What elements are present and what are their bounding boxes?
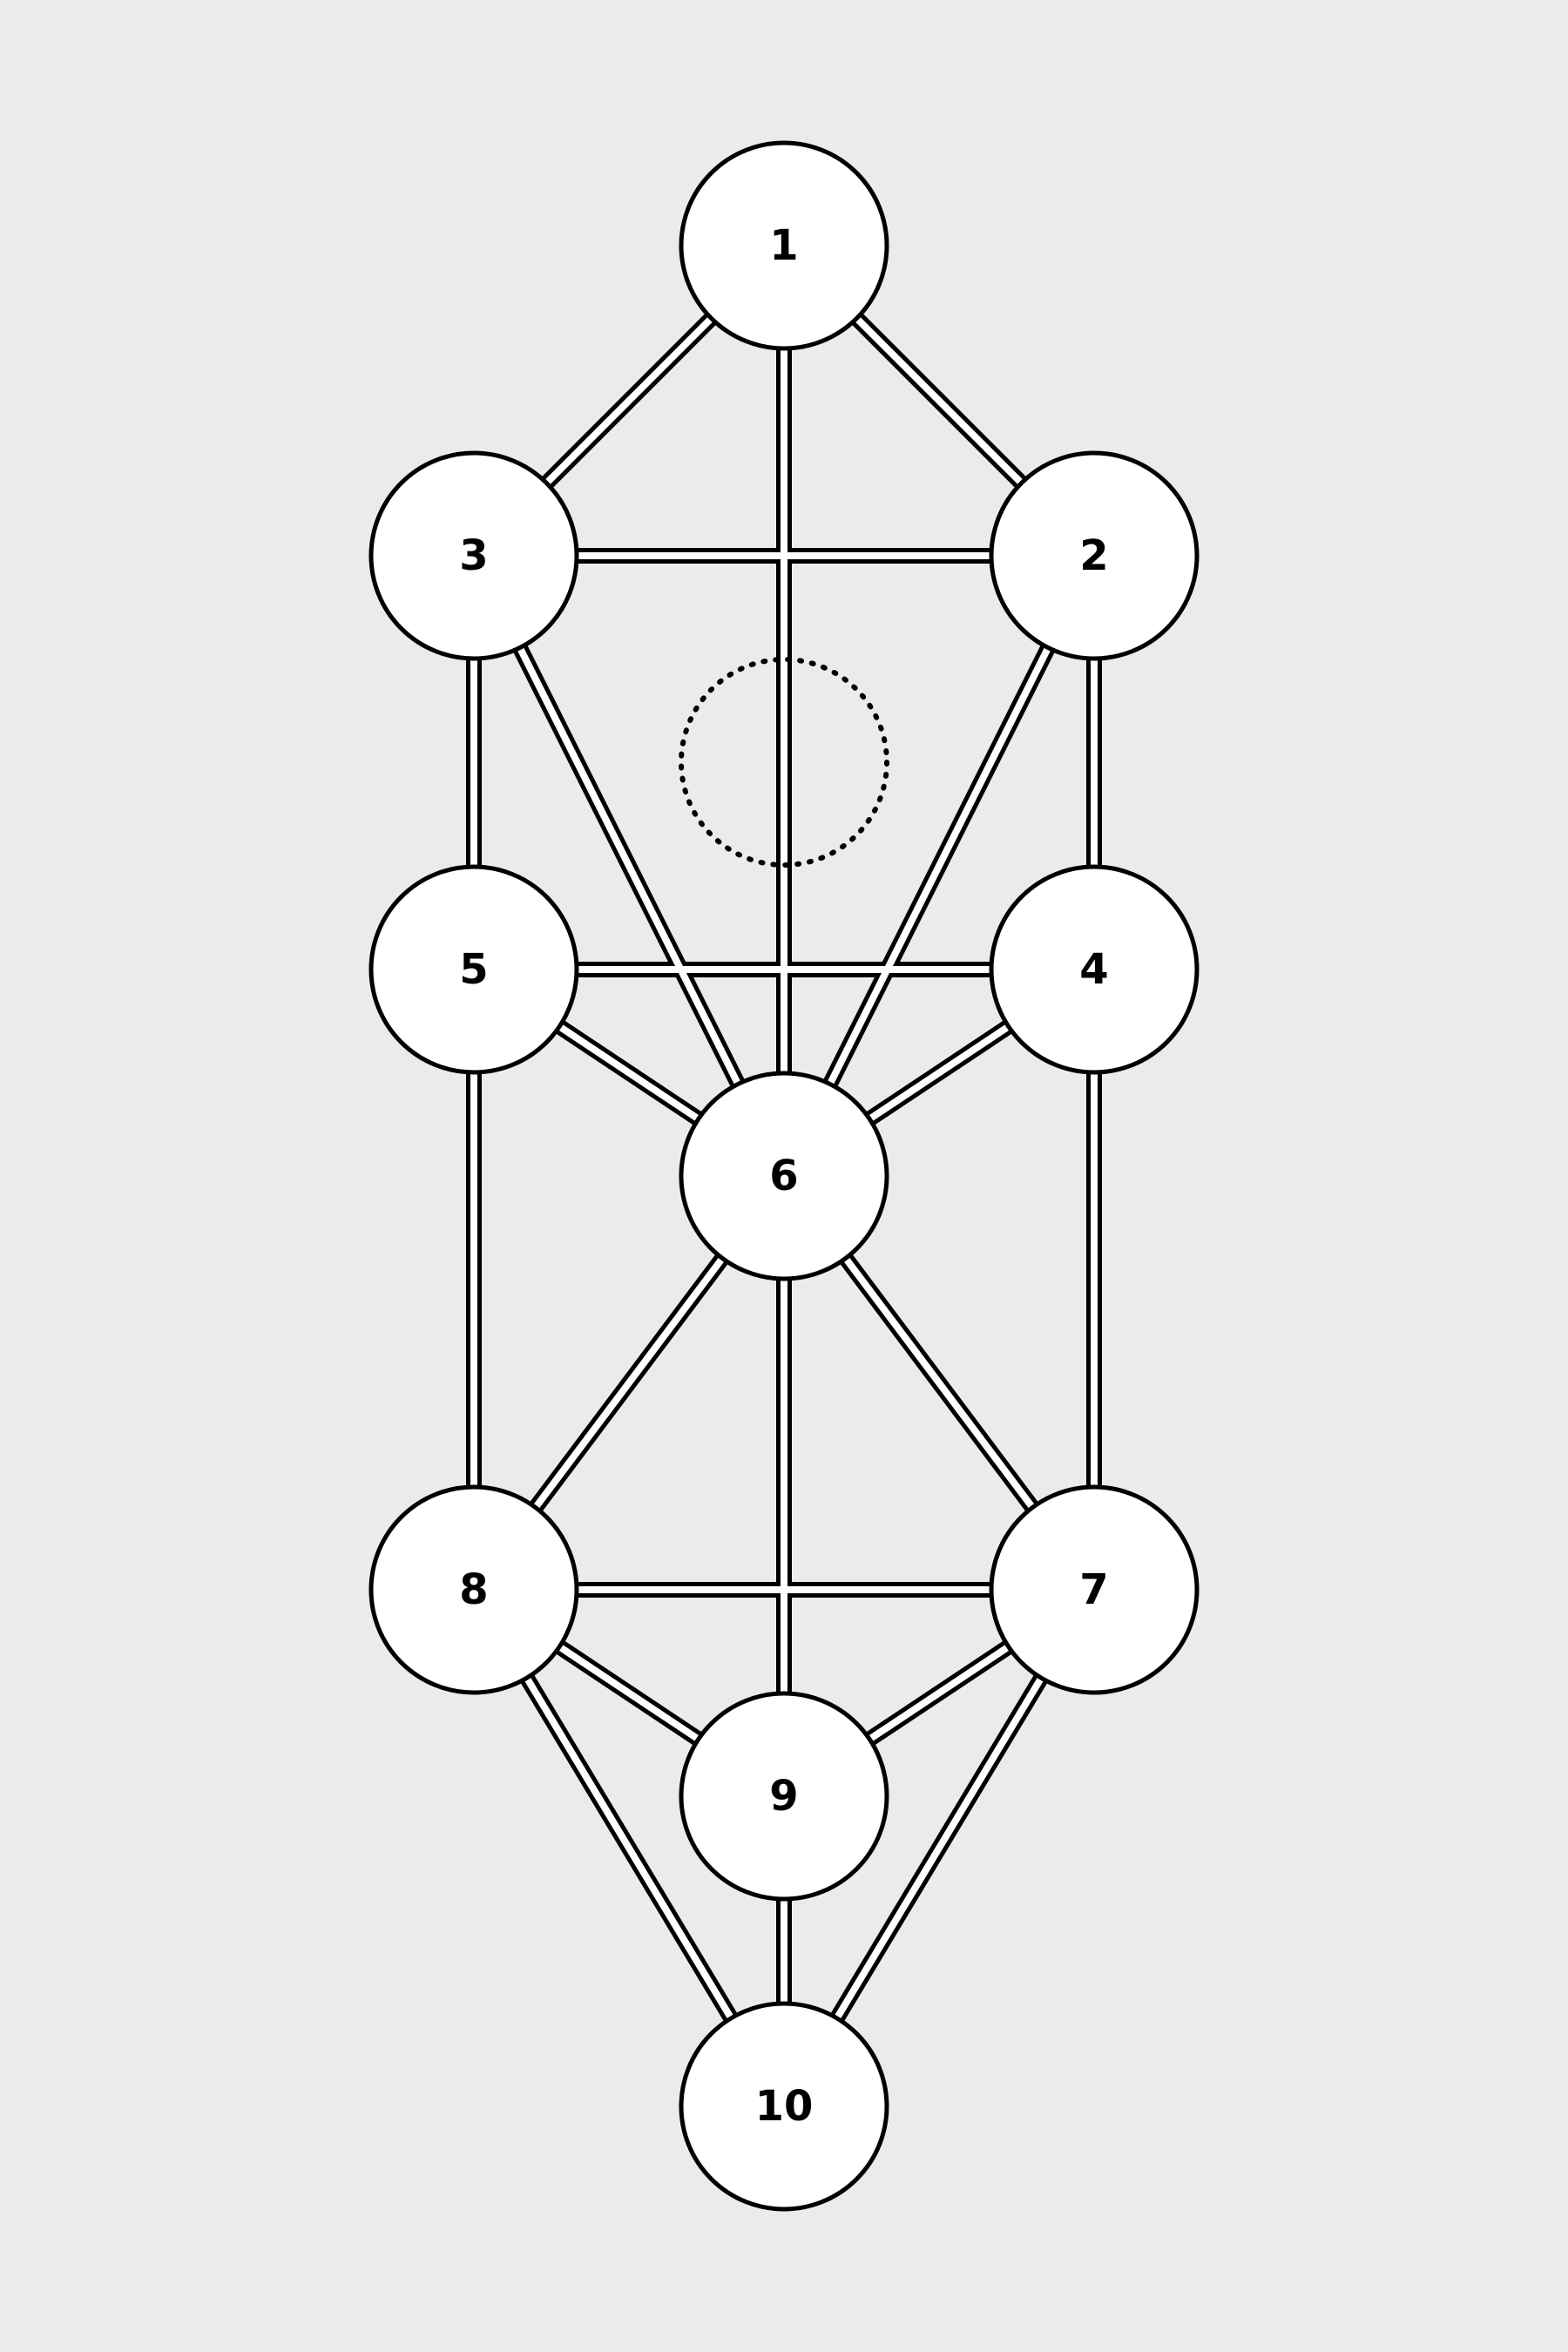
node-label: 7: [1079, 1565, 1108, 1614]
node-label: 3: [459, 531, 488, 580]
node-circle: [679, 1691, 889, 1902]
edge-inner-3-6: [470, 554, 787, 1178]
node-8: 8: [368, 1484, 579, 1695]
edge-inner-2-6: [781, 554, 1098, 1178]
node-label: 6: [769, 1152, 798, 1200]
node-3: 3: [368, 450, 579, 661]
node-label: 2: [1079, 531, 1108, 580]
node-circle: [679, 2001, 889, 2212]
node-circle: [368, 450, 579, 661]
node-9: 9: [679, 1691, 889, 1902]
node-circle: [989, 450, 1200, 661]
node-circle: [368, 1484, 579, 1695]
node-circle: [989, 864, 1200, 1075]
node-label: 10: [755, 2082, 814, 2131]
node-7: 7: [989, 1484, 1200, 1695]
nodes-layer: 1 2 3 4 5 6 7 8 9 10: [368, 140, 1200, 2212]
node-label: 1: [769, 221, 798, 270]
node-label: 8: [459, 1565, 488, 1614]
hidden-node-dotted: [679, 657, 889, 868]
node-circle: [679, 1071, 889, 1281]
node-4: 4: [989, 864, 1200, 1075]
node-circle: [679, 140, 889, 351]
node-1: 1: [679, 140, 889, 351]
node-label: 4: [1079, 945, 1108, 994]
node-5: 5: [368, 864, 579, 1075]
node-label: 5: [459, 945, 488, 994]
node-10: 10: [679, 2001, 889, 2212]
node-2: 2: [989, 450, 1200, 661]
node-label: 9: [769, 1772, 798, 1821]
node-circle: [368, 864, 579, 1075]
node-6: 6: [679, 1071, 889, 1281]
node-circle: [989, 1484, 1200, 1695]
